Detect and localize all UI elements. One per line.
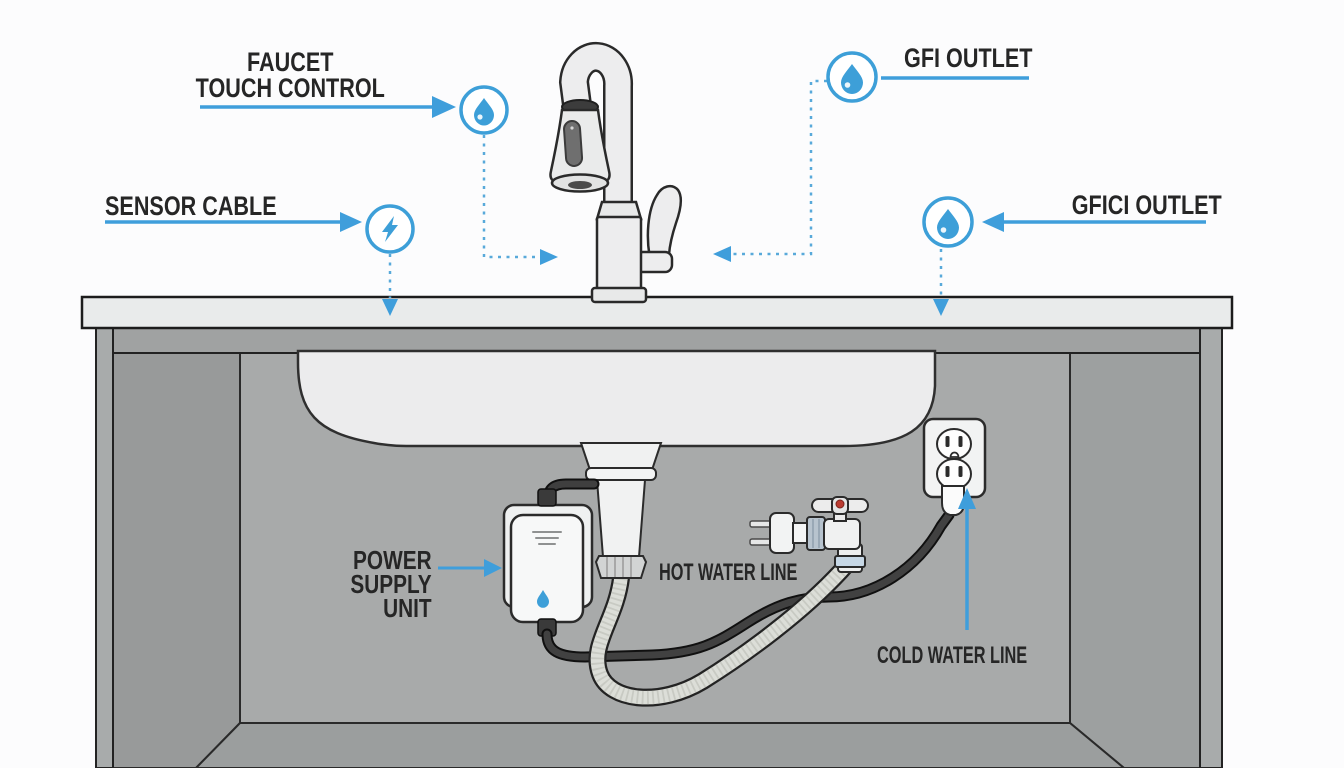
water-drop-icon bbox=[826, 51, 878, 103]
power-supply-unit-box bbox=[502, 478, 600, 637]
outlet-plug bbox=[941, 485, 965, 516]
psu-vents bbox=[532, 531, 562, 545]
label-faucet-touch-control: FAUCET TOUCH CONTROL bbox=[160, 47, 420, 103]
callout-arrows bbox=[105, 76, 1206, 630]
plug-prong bbox=[749, 538, 773, 546]
label-gfi-outlet: GFI OUTLET bbox=[904, 43, 1033, 73]
two-prong-plug bbox=[769, 512, 795, 554]
dashed-leaders bbox=[382, 79, 949, 316]
label-gfici-outlet: GFICI OUTLET bbox=[1071, 190, 1222, 220]
braided-hose bbox=[588, 556, 856, 707]
cabinet-left-rail bbox=[95, 327, 114, 768]
label-line: FAUCET bbox=[246, 47, 334, 77]
label-cold-water-line: COLD WATER LINE bbox=[877, 642, 1028, 669]
lightning-bolt-icon bbox=[365, 204, 415, 254]
countertop bbox=[80, 295, 1234, 330]
label-line: UNIT bbox=[383, 593, 432, 623]
gfi-outlet-leader bbox=[731, 79, 827, 256]
label-line: TOUCH CONTROL bbox=[195, 73, 385, 103]
duplex-outlet bbox=[922, 417, 987, 499]
sink-basin bbox=[296, 349, 937, 448]
hose-nut bbox=[594, 555, 648, 579]
faucet-handle bbox=[646, 184, 683, 268]
label-power-supply-unit: POWER SUPPLY UNIT bbox=[290, 545, 432, 623]
valve-handle-dot bbox=[835, 499, 845, 509]
cabinet-right-rail bbox=[1199, 327, 1223, 768]
label-sensor-cable: SENSOR CABLE bbox=[105, 191, 277, 221]
touch-control-leader bbox=[482, 135, 540, 259]
label-hot-water-line: HOT WATER LINE bbox=[659, 559, 798, 586]
power-cable bbox=[541, 509, 955, 663]
water-drop-icon bbox=[922, 196, 974, 248]
cabinet-top-rail bbox=[111, 327, 1203, 354]
label-line: POWER bbox=[353, 545, 432, 575]
sprayer-button bbox=[563, 120, 584, 167]
water-drop-icon bbox=[459, 85, 509, 135]
psu-water-drop bbox=[537, 590, 549, 608]
shutoff-valve bbox=[749, 496, 869, 573]
pull-down-faucet bbox=[549, 42, 683, 304]
sprayer-head bbox=[549, 99, 611, 193]
plug-prong bbox=[749, 520, 773, 528]
drain-tailpiece bbox=[579, 442, 663, 558]
label-line: SUPPLY bbox=[350, 569, 432, 599]
cabinet-floor bbox=[194, 722, 1126, 768]
